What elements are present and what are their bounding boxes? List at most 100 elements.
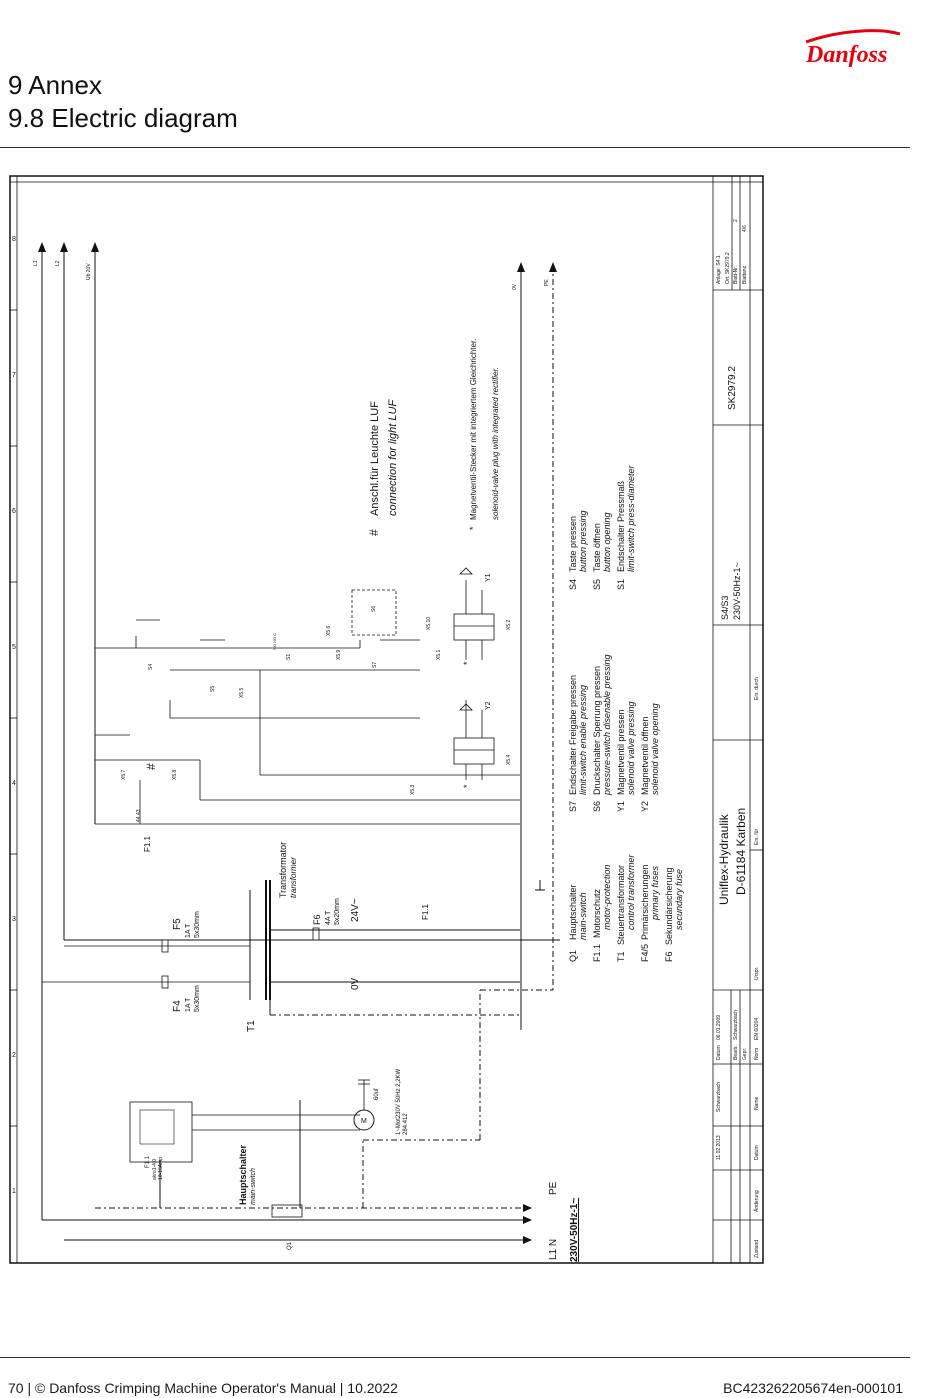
switch-s6-ref: S6 xyxy=(371,606,377,612)
terminal-x56: X5.6 xyxy=(326,625,332,636)
tb-blatt: Blatt-Nr. xyxy=(733,266,739,284)
tb-blatt-val: 2 xyxy=(733,219,739,222)
transformer-out-0: 0V xyxy=(350,977,361,990)
tb-gepr: Gepr. xyxy=(742,1048,748,1060)
legend-de: Taste öffnen xyxy=(592,523,602,572)
luf-hash: # xyxy=(367,529,381,536)
tb-datum2: Datum xyxy=(754,1145,760,1160)
legend-de: Hauptschalter xyxy=(568,884,578,940)
transformer-symbol xyxy=(249,880,520,1016)
footer-rule xyxy=(0,1357,910,1358)
legend-de: Endschalter Freigabe pressen xyxy=(568,675,578,795)
fuse-f6-rating: 4A T xyxy=(325,910,332,925)
terminal-x57: X5.7 xyxy=(121,769,127,780)
legend-en: secundary fuse xyxy=(674,869,684,930)
rail-label-l1: L1 xyxy=(33,260,39,266)
legend-en: pressure-switch disenable pressing xyxy=(602,654,612,796)
tb-date1: 11.02.2013 xyxy=(716,1135,722,1160)
legend-code: Q1 xyxy=(568,950,578,962)
f11-contact-ref: F1.1 xyxy=(143,835,152,852)
tb-name1: Schwarzbach xyxy=(716,1082,722,1112)
terminal-x510: X5.10 xyxy=(426,617,432,630)
rectifier-note-de: Magnetventil-Stecker mit integriertem Gl… xyxy=(469,339,478,520)
fuse-f6-ref: F6 xyxy=(312,914,322,925)
grid-number: 4 xyxy=(12,780,16,787)
luf-note-en: connection for light LUF xyxy=(387,399,399,516)
transformer-label: Transformator xyxy=(278,842,288,898)
transformer-out-24: 24V~ xyxy=(350,898,361,922)
supply-l1n: L1 N xyxy=(548,1239,559,1260)
tb-date2: 06.01.2009 xyxy=(716,1015,722,1040)
title-block-small: 11.02.2013 Schwarzbach Datum 06.01.2009 … xyxy=(716,219,760,1258)
rail-arrows xyxy=(38,242,557,272)
main-switch-q1 xyxy=(271,1204,303,1218)
legend-de: Magnetventil öffnen xyxy=(640,717,650,795)
terminal-x51: X5.1 xyxy=(436,649,442,660)
supply-pe: PE xyxy=(548,1181,559,1195)
tb-ers-fuer: Ers. für xyxy=(754,829,760,845)
tb-aenderung: Änderung xyxy=(753,1190,760,1212)
transformer-label-en: transformer xyxy=(289,857,298,898)
main-switch-label: Hauptschalter xyxy=(238,1144,248,1205)
f11-contact-pins: 44 43 xyxy=(136,809,142,822)
grid-number: 7 xyxy=(12,372,16,379)
legend-de: Taste pressen xyxy=(568,516,578,572)
grid-numbers: 1 2 3 4 5 6 7 8 xyxy=(12,236,16,1195)
tb-name2: Schwarzbach xyxy=(733,1010,739,1040)
rails xyxy=(41,245,554,1220)
legend-code: S6 xyxy=(592,801,602,812)
motor-m: M xyxy=(361,1118,367,1125)
tb-datum: Datum xyxy=(716,1045,722,1060)
legend-code: F6 xyxy=(664,951,674,962)
terminal-x53: X5.3 xyxy=(410,784,416,795)
tb-zustand: Zustand xyxy=(754,1240,760,1258)
legend-en: main-switch xyxy=(578,892,588,940)
title-block xyxy=(712,176,763,1263)
valve-y2-ref: Y2 xyxy=(485,701,492,710)
switch-s4-ref: S4 xyxy=(148,664,154,670)
terminal-x55: X5.5 xyxy=(239,687,245,698)
tb-drawing-no: SK2979.2 xyxy=(727,366,738,410)
terminal-x54: X5.4 xyxy=(506,754,512,765)
switch-s7-ref: S7 xyxy=(372,662,378,668)
tb-urspr: Urspr. xyxy=(754,967,760,980)
legend-en: button pressing xyxy=(578,510,588,572)
terminal-labels: X5.3 X5.4 X5.5 X5.6 X5.9 X5.1 X5.10 X5.2 xyxy=(239,617,512,795)
supply-lines xyxy=(42,939,560,1241)
supply-voltage: 230V-50Hz-1~ xyxy=(569,1198,580,1262)
tb-ort: Ort: SK2979.2 xyxy=(725,252,731,284)
capacitor-label: 60uf xyxy=(374,1088,380,1100)
valve-y1 xyxy=(453,567,495,660)
tb-name: Name xyxy=(754,1096,760,1110)
legend-en: solenoid valve pressing xyxy=(626,701,636,795)
section-title: 9.8 Electric diagram xyxy=(8,103,238,133)
header-rule xyxy=(0,147,910,148)
legend-left: Q1 Hauptschalter main-switch F1.1 Motors… xyxy=(568,853,684,962)
legend-code: S5 xyxy=(592,579,602,590)
danfoss-logo: Danfoss xyxy=(805,29,901,68)
fuse-f5-rating: 1A T xyxy=(185,923,192,938)
grid-number: 1 xyxy=(12,1188,16,1195)
diagram-frame xyxy=(9,175,764,1264)
valve-y2 xyxy=(453,700,495,780)
legend-en: limit-switch press-diameter xyxy=(626,464,636,572)
fuse-f6-size: 5x20mm xyxy=(334,898,341,925)
rail-label-ub: Ub 20V xyxy=(86,263,92,280)
legend-de: Steuertransformator xyxy=(616,865,626,945)
legend-code: F4/5 xyxy=(640,944,650,962)
tb-company: Uniflex-Hydraulik xyxy=(717,813,731,905)
motor-protection-box xyxy=(129,1101,193,1163)
rectifier-star: * xyxy=(468,526,478,530)
tb-norm: Norm xyxy=(754,1048,760,1060)
fuse-f5-ref: F5 xyxy=(172,918,183,930)
transformer-ref: T1 xyxy=(246,1020,257,1032)
fuse-f4-rating: 1A T xyxy=(185,997,192,1012)
grid-number: 6 xyxy=(12,508,16,515)
rail-label-pe: PE xyxy=(544,279,550,286)
luf-note-de: Anschl.für Leuchte LUF xyxy=(369,401,381,516)
chapter-title: 9 Annex xyxy=(8,70,102,100)
fuse-f5-size: 5x30mm xyxy=(194,911,201,938)
motor-spec-a: 1~Mot230V 50Hz 2,2KW xyxy=(396,1068,402,1135)
valve-y1-star: * xyxy=(462,661,472,665)
legend-en: motor-protection xyxy=(602,865,612,930)
